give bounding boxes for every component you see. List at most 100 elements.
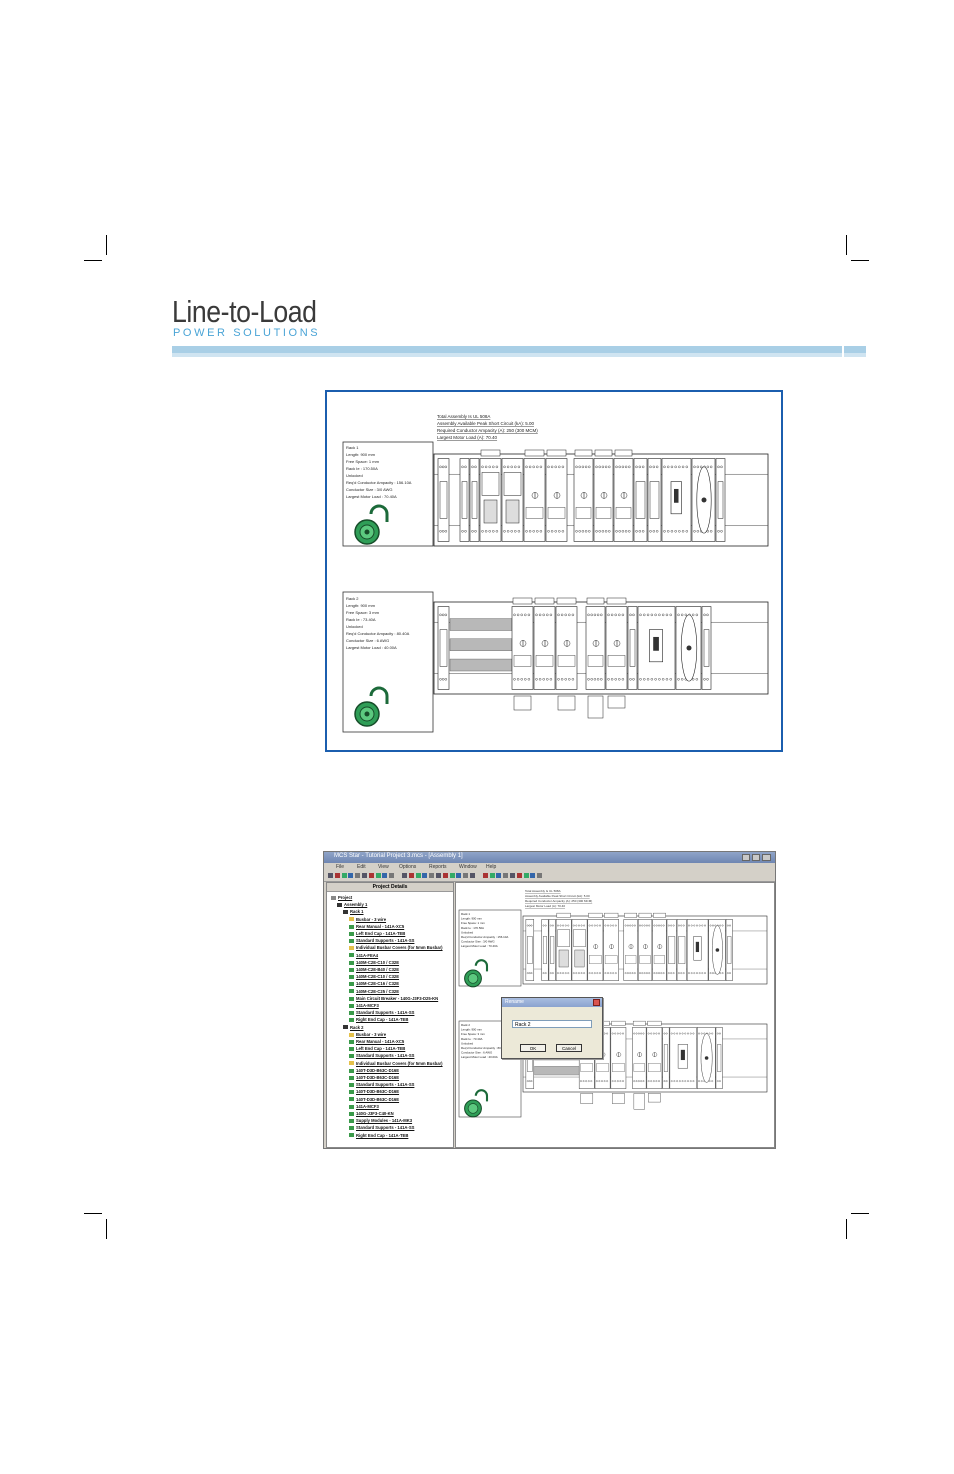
tree-item[interactable]: Assembly 1 — [337, 901, 367, 908]
tree-item[interactable]: 140T-D3D-B63C-D16E — [349, 1096, 399, 1103]
terminal-screw — [646, 924, 648, 927]
tree-item[interactable]: Individual Busbar Covers (for 5mm Busbar… — [349, 1060, 443, 1067]
module-top — [653, 912, 666, 918]
toolbar-button-icon[interactable] — [496, 873, 502, 878]
component-icon — [349, 1047, 354, 1052]
terminal-screw — [673, 1080, 676, 1082]
toolbar-button-icon[interactable] — [456, 873, 462, 878]
menu-item-window[interactable]: Window — [459, 864, 477, 870]
tree-item[interactable]: 141A-FEA4 — [349, 952, 378, 959]
menu-item-view[interactable]: View — [378, 864, 389, 870]
tree-item[interactable]: Supply Modules - 141A-MK3 — [349, 1117, 412, 1124]
tree-item[interactable]: 140T-D3D-B63C-D16E — [349, 1074, 399, 1081]
menu-item-reports[interactable]: Reports — [429, 864, 447, 870]
toolbar-button-icon[interactable] — [362, 873, 367, 878]
menu-item-file[interactable]: File — [336, 864, 345, 870]
toolbar-button-icon[interactable] — [516, 873, 522, 878]
tree-item[interactable]: Right End Cap - 141A-TEB — [349, 1016, 408, 1023]
terminal-screw — [667, 530, 670, 533]
terminal-screw — [615, 465, 618, 469]
toolbar-button-icon[interactable] — [334, 873, 340, 878]
tree-item[interactable]: Rear Manual - 141A-XC5 — [349, 923, 404, 930]
cancel-button[interactable]: Cancel — [556, 1044, 582, 1052]
tree-item[interactable]: Busbar - 3 wire — [349, 916, 386, 923]
tree-item[interactable]: Project — [331, 894, 352, 901]
terminal-screw — [658, 678, 661, 681]
toolbar-button-icon[interactable] — [328, 873, 333, 878]
tree-item[interactable]: Right End Cap - 141A-TEB — [349, 1132, 408, 1139]
tree-item[interactable]: Standard Supports - 141A-SS — [349, 1124, 414, 1131]
toolbar-button-icon[interactable] — [503, 873, 509, 878]
toolbar-button-icon[interactable] — [422, 873, 428, 878]
tree-item[interactable]: Busbar - 3 wire — [349, 1031, 386, 1038]
terminal-screw — [729, 972, 731, 974]
tree-item[interactable]: Left End Cap - 141A-TEB — [349, 1045, 405, 1052]
terminal-screw — [587, 1080, 590, 1082]
menu-item-help[interactable]: Help — [486, 864, 497, 870]
tree-item[interactable]: Standard Supports - 141A-SS — [349, 1081, 414, 1088]
toolbar-button-icon[interactable] — [375, 873, 381, 878]
toolbar-button-icon[interactable] — [408, 873, 414, 878]
toolbar-button-icon[interactable] — [482, 873, 488, 878]
terminal-screw — [471, 530, 474, 533]
tree-item[interactable]: Standard Supports - 141A-SS — [349, 1009, 414, 1016]
toolbar-button-icon[interactable] — [523, 873, 529, 878]
tree-item[interactable]: Rack 1 — [343, 908, 364, 915]
toolbar-button-icon[interactable] — [442, 873, 448, 878]
maximize-button[interactable] — [752, 854, 760, 861]
tree-item[interactable]: Standard Supports - 141A-SS — [349, 937, 414, 944]
toolbar-button-icon[interactable] — [341, 873, 347, 878]
tree-item[interactable]: Individual Busbar Covers (for 5mm Busbar… — [349, 944, 443, 951]
tree-item[interactable]: 140T-D3D-B63C-D16E — [349, 1067, 399, 1074]
tree-item[interactable]: 140G-J3F3-C40-KN — [349, 1110, 394, 1117]
minimize-button[interactable] — [742, 854, 750, 861]
ok-button[interactable]: OK — [520, 1044, 546, 1052]
terminal-screw — [665, 678, 669, 681]
toolbar-button-icon[interactable] — [429, 873, 435, 878]
terminal-screw — [652, 530, 656, 533]
rename-input[interactable]: Rack 2 — [512, 1020, 592, 1028]
dialog-close-button[interactable] — [593, 999, 600, 1006]
module-top — [556, 597, 577, 605]
toolbar-button-icon[interactable] — [436, 873, 441, 878]
toolbar-button-icon[interactable] — [510, 873, 515, 878]
toolbar-button-icon[interactable] — [382, 873, 388, 878]
tree-item[interactable]: 140T-D3D-B63C-D16E — [349, 1088, 399, 1095]
tree-item[interactable]: Left End Cap - 141A-TEB — [349, 930, 405, 937]
module-body — [573, 458, 594, 542]
toolbar-button-icon[interactable] — [463, 873, 469, 878]
toolbar-button-icon[interactable] — [489, 873, 495, 878]
close-button[interactable] — [762, 854, 771, 861]
toolbar-button-icon[interactable] — [537, 873, 543, 878]
toolbar-button-icon[interactable] — [402, 873, 407, 878]
tree-item[interactable]: 140M-C2E-C10 / C32E — [349, 959, 399, 966]
terminal-screw — [706, 678, 709, 681]
module-body — [613, 458, 634, 542]
toolbar-button-icon[interactable] — [355, 873, 361, 878]
toolbar-button-icon[interactable] — [530, 873, 536, 878]
tree-item[interactable]: 141A-MCF3 — [349, 1002, 379, 1009]
rack-info-line: Length: 900 mm — [461, 917, 482, 921]
toolbar-button-icon[interactable] — [389, 873, 395, 878]
drawing-pane: Total Assembly Is UL 508A Assembly Avail… — [455, 882, 775, 1148]
tree-item[interactable]: 140M-C2E-C10 / C32E — [349, 973, 399, 980]
toolbar-button-icon[interactable] — [415, 873, 421, 878]
contactor-block — [596, 1063, 609, 1072]
module-top — [574, 449, 593, 457]
toolbar-button-icon[interactable] — [449, 873, 455, 878]
tree-item[interactable]: 140M-C2E-C16 / C32E — [349, 980, 399, 987]
toolbar-button-icon[interactable] — [348, 873, 354, 878]
menu-item-edit[interactable]: Edit — [357, 864, 366, 870]
tree-item[interactable]: 140M-C2E-B40 / C32E — [349, 966, 399, 973]
tree-item[interactable]: 141A-MCF3 — [349, 1103, 379, 1110]
crop-mark-bottom-right-vertical — [846, 1219, 847, 1239]
tree-item[interactable]: Rear Manual - 141A-XC5 — [349, 1038, 404, 1045]
tree-item[interactable]: Standard Supports - 141A-SS — [349, 1052, 414, 1059]
tree-item[interactable]: Main Circuit Breaker - 140G-J3F3-D25-KN — [349, 995, 438, 1002]
tree-item[interactable]: Rack 2 — [343, 1024, 364, 1031]
menu-item-options[interactable]: Options — [399, 864, 417, 870]
tree-item[interactable]: 140M-C2E-C25 / C32E — [349, 988, 399, 995]
toolbar-button-icon[interactable] — [368, 873, 374, 878]
toolbar-button-icon[interactable] — [470, 873, 475, 878]
terminal-screw — [689, 1032, 692, 1035]
